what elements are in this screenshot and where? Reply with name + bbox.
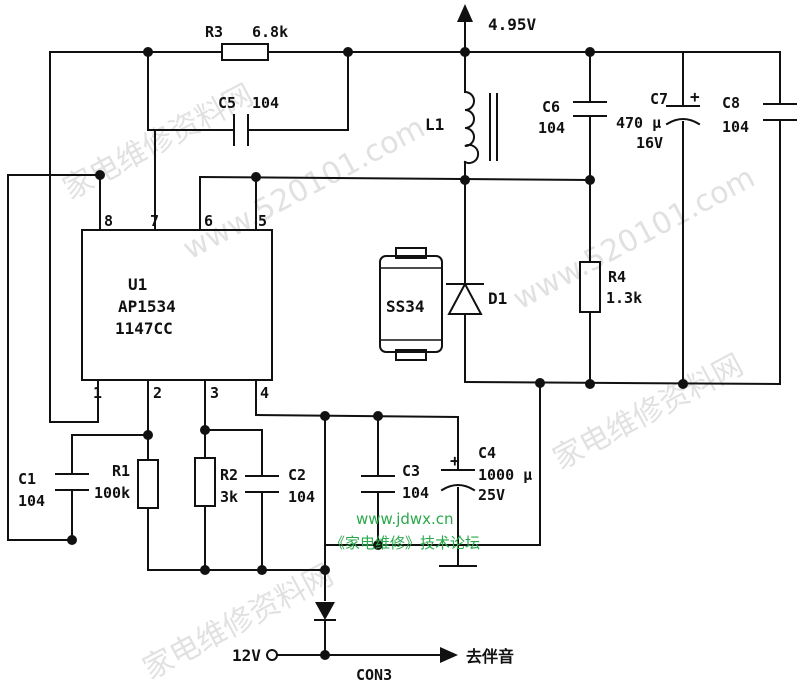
output-voltage-label: 4.95V [488, 15, 537, 34]
junction-dot [143, 430, 153, 440]
c2-ref: C2 [288, 466, 306, 484]
resistor-r1 [137, 459, 159, 509]
c8-value: 104 [722, 118, 749, 136]
junction-dot [373, 411, 383, 421]
junction-dot [460, 175, 470, 185]
r3-ref: R3 [205, 23, 223, 41]
capacitor-c2 [245, 475, 279, 493]
c1-value: 104 [18, 492, 45, 510]
capacitor-c1 [55, 473, 89, 491]
c3-ref: C3 [402, 462, 420, 480]
junction-dot [320, 650, 330, 660]
resistor-r4 [579, 261, 601, 313]
junction-dot [585, 175, 595, 185]
ic-pin-1: 1 [93, 384, 102, 402]
c8-ref: C8 [722, 94, 740, 112]
junction-dot [67, 535, 77, 545]
c6-ref: C6 [542, 98, 560, 116]
c5-ref: C5 [218, 94, 236, 112]
junction-dot [585, 379, 595, 389]
junction-dot [200, 425, 210, 435]
c4-voltage: 25V [478, 486, 505, 504]
input-terminal-icon [266, 649, 278, 661]
junction-dot [535, 378, 545, 388]
junctions [67, 47, 688, 660]
junction-dot [95, 170, 105, 180]
watermark-text: 家电维修资料网 [547, 348, 749, 477]
junction-dot [343, 47, 353, 57]
to-audio-label: 去伴音 [466, 647, 514, 666]
c5-value: 104 [252, 94, 279, 112]
ic-name: U1 [128, 275, 147, 294]
junction-dot [143, 47, 153, 57]
d1-package-label: SS34 [386, 297, 425, 316]
ic-part-number: AP1534 [118, 297, 176, 316]
r2-ref: R2 [220, 466, 238, 484]
r4-ref: R4 [608, 268, 626, 286]
connector-label: CON3 [356, 666, 392, 684]
c7-ref: C7 [650, 90, 668, 108]
capacitor-c7 [665, 105, 701, 126]
junction-dot [373, 540, 383, 550]
ic-pin-5: 5 [258, 212, 267, 230]
output-arrow-icon [457, 4, 473, 22]
r2-value: 3k [220, 488, 238, 506]
junction-dot [678, 379, 688, 389]
c7-voltage: 16V [636, 134, 663, 152]
r4-value: 1.3k [606, 289, 642, 307]
to-audio-arrow-icon [440, 647, 458, 663]
c3-value: 104 [402, 484, 429, 502]
c4-polarity-icon: + [450, 451, 460, 470]
ic-pin-7: 7 [150, 212, 159, 230]
r1-ref: R1 [112, 462, 130, 480]
wires [7, 17, 782, 656]
junction-dot [460, 47, 470, 57]
diode-d1 [446, 281, 484, 315]
capacitor-c8 [763, 103, 797, 121]
junction-dot [320, 565, 330, 575]
c7-polarity-icon: + [690, 87, 700, 106]
junction-dot [320, 411, 330, 421]
r3-value: 6.8k [252, 23, 288, 41]
capacitor-c6 [573, 101, 607, 117]
capacitor-c4 [439, 469, 477, 567]
ic-pin-2: 2 [153, 384, 162, 402]
inductor-l1 [463, 90, 498, 164]
resistor-r2 [194, 457, 216, 507]
ic-pin-6: 6 [204, 212, 213, 230]
ic-pin-8: 8 [104, 212, 113, 230]
c2-value: 104 [288, 488, 315, 506]
site-url: www.jdwx.cn [356, 510, 454, 528]
resistor-r3 [221, 43, 269, 61]
ic-pin-3: 3 [210, 384, 219, 402]
c7-value: 470 µ [616, 114, 661, 132]
site-forum: 《家电维修》技术论坛 [330, 534, 480, 552]
c4-value: 1000 µ [478, 466, 532, 484]
watermark-text: www.520101.com [177, 110, 431, 267]
input-voltage-label: 12V [232, 646, 261, 665]
input-diode-icon [314, 602, 336, 621]
ic-u1 [81, 229, 273, 381]
c1-ref: C1 [18, 470, 36, 488]
junction-dot [585, 47, 595, 57]
r1-value: 100k [94, 484, 130, 502]
l1-ref: L1 [425, 115, 444, 134]
ic-pin-4: 4 [260, 384, 269, 402]
c4-ref: C4 [478, 444, 496, 462]
capacitor-c3 [361, 475, 395, 493]
d1-ref: D1 [488, 289, 507, 308]
junction-dot [251, 172, 261, 182]
ic-date-code: 1147CC [115, 319, 173, 338]
ss34-package-icon [379, 247, 443, 361]
junction-dot [200, 565, 210, 575]
watermark-text: 家电维修资料网 [137, 558, 339, 687]
c6-value: 104 [538, 119, 565, 137]
junction-dot [257, 565, 267, 575]
capacitor-c5 [233, 114, 249, 146]
